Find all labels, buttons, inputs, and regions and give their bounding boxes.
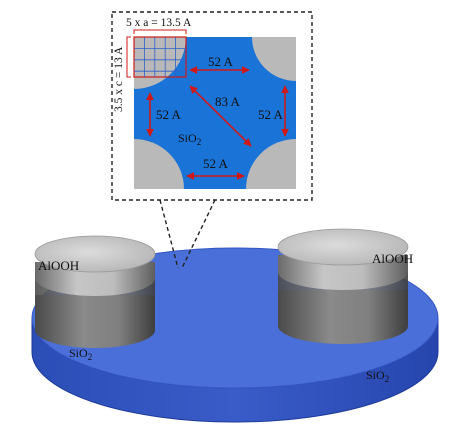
label-distance-diagonal: 83 A [215, 94, 241, 109]
pillar-left-top [34, 235, 156, 273]
inset-substrate-label-subscript: 2 [197, 137, 202, 147]
unit-cell-grid [133, 36, 187, 78]
zoom-line-left [159, 199, 179, 269]
substrate-label-left-subscript: 2 [88, 352, 93, 362]
dim-label-horizontal: 5 x a = 13.5 A [126, 17, 192, 29]
unit-cell-grid-lines [134, 37, 186, 77]
inset-pillar-top-right [252, 37, 296, 81]
inset-panel: 5 x a = 13.5 A 3.5 x c = 13 A 52 A 52 A … [111, 11, 313, 201]
pillar-left-label: AlOOH [38, 258, 79, 273]
inset-pillar-bottom-left [134, 139, 184, 189]
pillar-left: AlOOH [34, 235, 156, 348]
distance-arrows [146, 66, 289, 180]
pillar-right-top [277, 228, 409, 266]
dim-label-vertical: 3.5 x c = 13 A [113, 46, 125, 112]
pillar-right-upper-layer [278, 255, 408, 290]
arrow-diagonal [189, 85, 252, 147]
label-distance-top: 52 A [208, 54, 234, 69]
inset-substrate-label-text: SiO [178, 131, 197, 145]
substrate-label-left: SiO2 [69, 346, 92, 362]
label-distance-bottom: 52 A [203, 156, 229, 171]
zoom-lines [159, 199, 216, 269]
zoom-line-right [181, 199, 216, 269]
inset-pillar-top-left [134, 37, 186, 89]
substrate-label-right-text: SiO [366, 368, 385, 382]
label-distance-right: 52 A [258, 107, 284, 122]
label-distance-left: 52 A [156, 107, 182, 122]
inset-pillar-bottom-right [246, 139, 296, 189]
substrate-label-left-text: SiO [69, 346, 88, 360]
substrate-label-right: SiO2 [366, 368, 389, 384]
pillar-right-label: AlOOH [372, 251, 413, 266]
substrate-label-right-subscript: 2 [385, 374, 390, 384]
unit-cell-grid-border [133, 36, 187, 78]
pillar-right: AlOOH [277, 228, 413, 344]
dim-bracket-horizontal [133, 29, 187, 34]
dim-bracket-vertical [126, 36, 131, 78]
inset-substrate-label: SiO2 [178, 131, 201, 147]
pillar-left-upper-layer [35, 262, 155, 296]
